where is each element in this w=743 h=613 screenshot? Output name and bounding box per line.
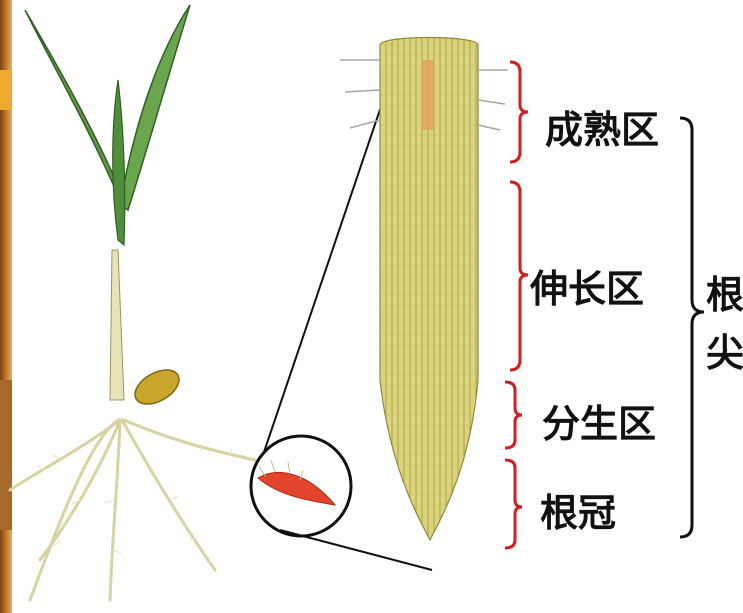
leaf-right — [120, 5, 190, 210]
left-photo-strip — [0, 0, 12, 613]
label-root-cap: 根冠 — [540, 490, 616, 535]
leaf-middle — [113, 80, 125, 245]
root-5 — [124, 420, 255, 460]
zoom-line-bottom — [280, 530, 432, 570]
bracket-elongation — [510, 182, 528, 370]
bracket-rootcap — [505, 460, 522, 548]
root-4 — [122, 420, 215, 570]
bracket-maturation — [510, 62, 528, 162]
root-tip-enlarged — [340, 38, 508, 541]
bracket-root-tip — [680, 118, 704, 537]
bracket-meristem — [505, 382, 522, 448]
leaf-left — [25, 10, 126, 205]
red-brackets — [505, 62, 528, 548]
seed — [129, 363, 185, 411]
label-meristem-zone: 分生区 — [542, 401, 656, 446]
seedling-illustration — [10, 5, 351, 600]
label-elongation-zone: 伸长区 — [529, 266, 644, 311]
zoom-line-top — [263, 80, 390, 455]
label-maturation-zone: 成熟区 — [545, 107, 659, 152]
label-root-tip-2: 尖 — [706, 330, 743, 375]
stem — [110, 250, 124, 400]
label-root-tip-1: 根 — [706, 272, 743, 317]
root-3 — [110, 420, 120, 600]
